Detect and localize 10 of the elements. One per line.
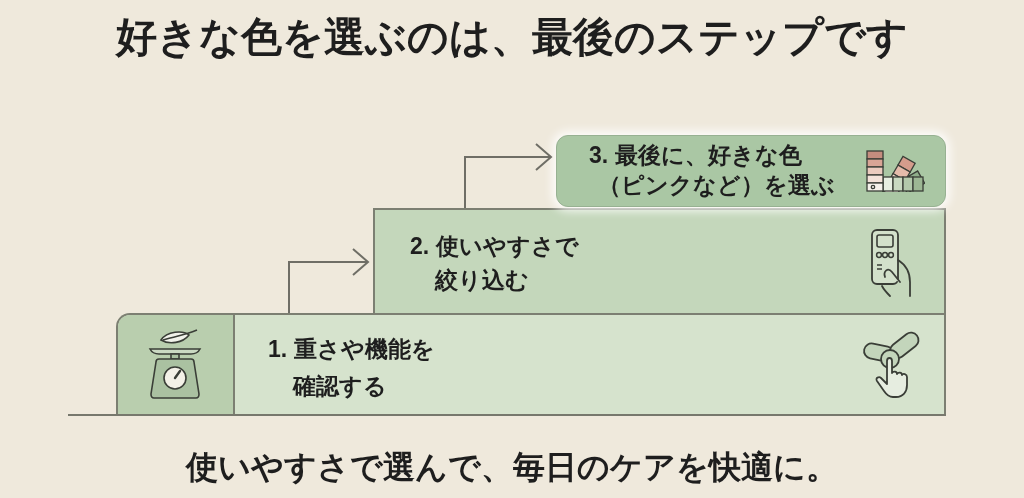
- step-text: 3. 最後に、好きな色（ピンクなど）を選ぶ: [589, 141, 837, 200]
- step-text: 1. 重さや機能を確認する: [268, 335, 436, 401]
- step-block: [556, 135, 946, 207]
- arrow: [288, 248, 369, 314]
- caption: 使いやすさで選んで、毎日のケアを快適に。: [186, 448, 838, 487]
- step-block: [116, 313, 946, 415]
- arrow: [464, 143, 552, 209]
- title: 好きな色を選ぶのは、最後のステップです: [116, 13, 908, 62]
- step-text: 2. 使いやすさで絞り込む: [410, 232, 580, 295]
- step-block: [373, 208, 946, 313]
